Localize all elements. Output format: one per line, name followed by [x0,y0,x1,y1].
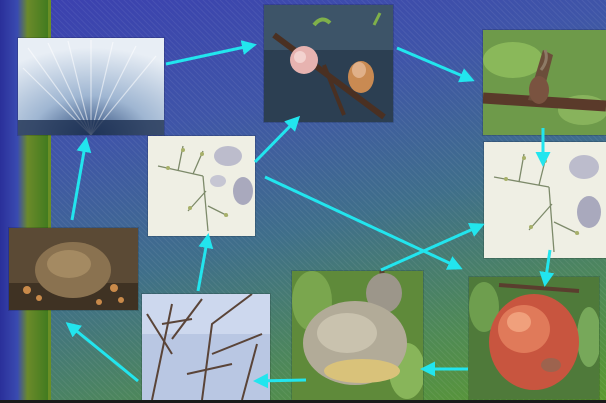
arrow-sketch-left-to-blossom [255,118,298,162]
arrow-branches-to-sketch-left [198,236,208,291]
arrow-mummy-to-micrograph [72,140,86,220]
arrow-branches-to-mummy [68,324,138,381]
arrow-micrograph-to-blossom [166,45,254,64]
arrow-mummy-fruit-to-branches [256,380,306,381]
arrow-mummy-fruit-to-sketch-right [381,225,482,270]
arrow-blossom-to-canker [397,48,472,80]
arrow-sketch-left-to-peach [265,177,460,268]
arrow-sketch-right-to-peach [545,250,550,284]
